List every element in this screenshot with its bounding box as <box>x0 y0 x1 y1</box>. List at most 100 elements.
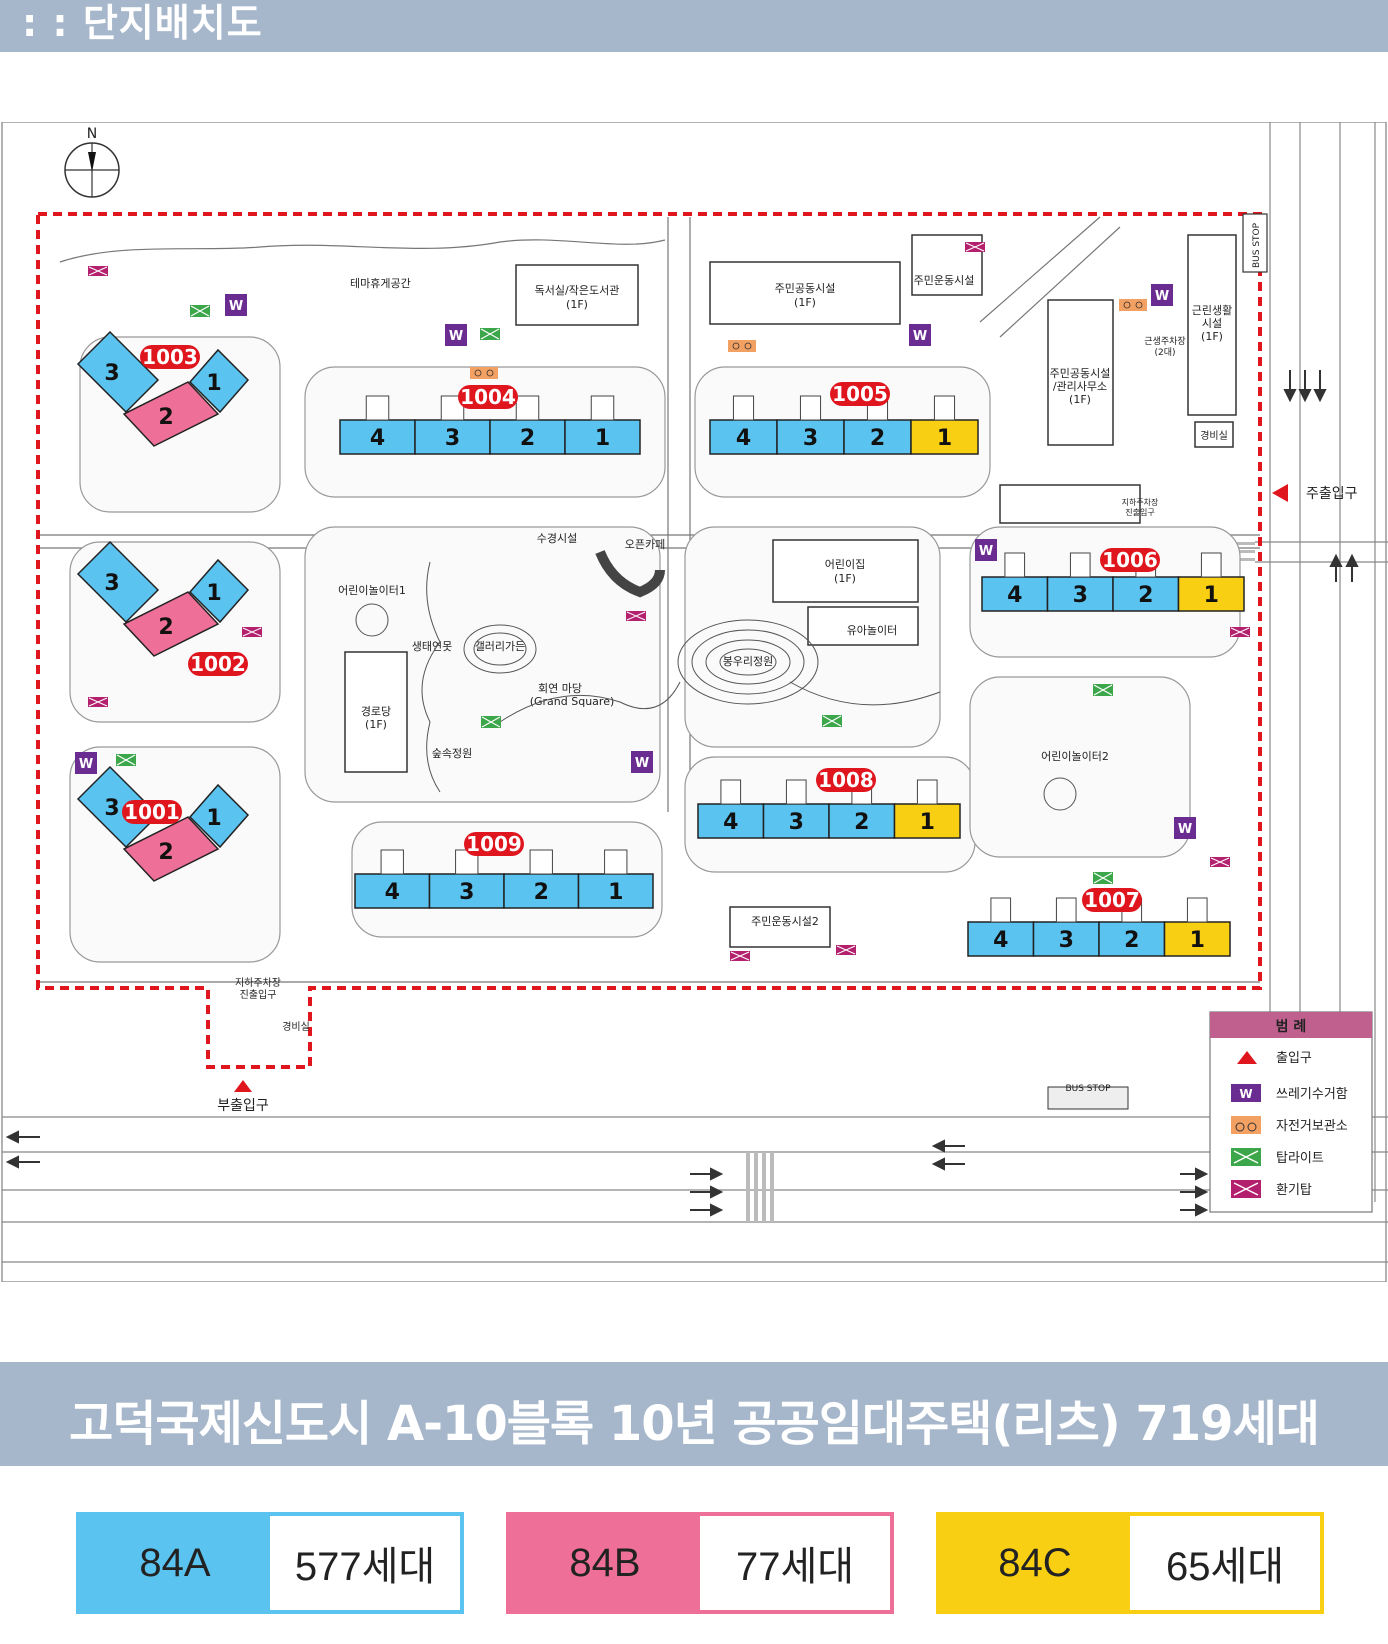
core-block <box>365 395 390 421</box>
core-block <box>1055 897 1077 923</box>
bus-stop-right: BUS STOP <box>1242 213 1268 273</box>
vent-tower-marker <box>626 611 646 621</box>
unit-block <box>354 873 431 909</box>
line-number: 3 <box>104 361 119 386</box>
label-sports-2: 주민운동시설2 <box>751 915 819 928</box>
toplight-marker <box>481 716 501 728</box>
line-number: 4 <box>1007 583 1022 608</box>
label-kids-playground1: 어린이놀이터1 <box>338 584 406 597</box>
building-badge <box>1082 888 1142 912</box>
label-sports-top: 주민운동시설 <box>914 274 975 287</box>
building-number: 1004 <box>460 385 516 409</box>
label-gallery-garden: 갤러리가든 <box>475 640 526 653</box>
main-entrance-label: 주출입구 <box>1306 486 1358 502</box>
waste-bin-marker: W <box>75 752 97 774</box>
unit-type-label: 84A <box>80 1516 270 1610</box>
unit-block <box>188 348 250 414</box>
label-retail-1: 근린생활 <box>1192 303 1232 317</box>
bike-storage-marker <box>728 340 756 352</box>
building-badge <box>1100 548 1160 572</box>
label-daycare: 어린이집 <box>825 558 865 571</box>
legend-item-bike: 자전거보관소 <box>1276 1119 1348 1134</box>
building-number: 1007 <box>1084 888 1140 912</box>
toplight-marker <box>1093 872 1113 884</box>
label-guard-bottom: 경비실 <box>282 1020 310 1033</box>
building-badge <box>122 800 182 824</box>
building-number: 1005 <box>832 382 888 406</box>
core-block <box>732 395 755 421</box>
sub-entrance-label: 부출입구 <box>217 1098 269 1114</box>
line-number: 4 <box>370 426 385 451</box>
line-number: 3 <box>104 796 119 821</box>
label-bud-garden: 봉우리정원 <box>723 655 774 668</box>
label-plaza-1: 회연 마당 <box>538 682 582 695</box>
core-block <box>529 849 553 875</box>
core-block <box>1186 897 1208 923</box>
building-number: 1002 <box>190 652 246 676</box>
park-features <box>355 549 1077 811</box>
site-boundary <box>36 212 1262 1069</box>
waste-bin-glyph: W <box>449 329 463 344</box>
label-kids-playground2: 어린이놀이터2 <box>1041 750 1109 763</box>
building-badge <box>830 382 890 406</box>
unit-block <box>188 783 250 849</box>
label-senior-floor: (1F) <box>365 718 387 731</box>
unit-block <box>76 330 160 414</box>
site-plan-map: N 테마휴게공간 독서실/작은도서관 (1F) 주민공동시설 (1F) 주민운동… <box>0 122 1388 1282</box>
core-block <box>916 779 938 805</box>
line-number: 4 <box>723 810 738 835</box>
vent-tower-marker <box>836 945 856 955</box>
legend-item-entrance: 출입구 <box>1276 1051 1312 1066</box>
north-arrow: N <box>64 126 120 198</box>
core-block <box>440 395 465 421</box>
line-number: 2 <box>158 615 173 640</box>
waste-bin-glyph: W <box>1178 822 1192 837</box>
label-ug-parking-right-2: 진출입구 <box>1125 507 1154 517</box>
waste-bin-glyph: W <box>635 756 649 771</box>
line-number: 1 <box>206 371 221 396</box>
building-number: 1008 <box>818 768 874 792</box>
line-number: 1 <box>920 810 935 835</box>
label-daycare-floor: (1F) <box>834 572 856 585</box>
legend-item-vent: 환기탑 <box>1276 1183 1312 1198</box>
core-block <box>990 897 1012 923</box>
label-eco-pond: 생태연못 <box>412 640 452 653</box>
vent-tower-marker <box>965 242 985 252</box>
line-number: 1 <box>608 880 623 905</box>
bus-stop-bottom-label: BUS STOP <box>1065 1084 1111 1094</box>
core-block <box>1069 552 1091 578</box>
header-bar: : : 단지배치도 <box>0 0 1388 52</box>
waste-bin-glyph: W <box>1155 289 1169 304</box>
building-badge <box>464 832 524 856</box>
core-block <box>720 779 742 805</box>
label-community1: 주민공동시설 <box>775 282 836 295</box>
waste-bin-glyph: W <box>913 329 927 344</box>
page-title: : : 단지배치도 <box>22 1 263 45</box>
line-number: 1 <box>1204 583 1219 608</box>
line-number: 2 <box>1124 928 1139 953</box>
toplight-marker <box>190 305 210 317</box>
legend-waste-icon <box>1231 1084 1261 1102</box>
line-number: 1 <box>206 581 221 606</box>
waste-bin-marker: W <box>1174 817 1196 839</box>
main-entrance: 주출입구 <box>1272 484 1358 502</box>
line-number: 2 <box>534 880 549 905</box>
vent-tower-marker <box>88 266 108 276</box>
map-legend: 범 례 출입구 W 쓰레기수거함 자전거보관소 탑라이트 환기탑 <box>1209 1011 1373 1213</box>
unit-type-summary: 84A 577세대 84B 77세대 84C 65세대 <box>0 1512 1388 1620</box>
building-badge <box>816 768 876 792</box>
unit-card-84c: 84C 65세대 <box>936 1512 1324 1614</box>
building-badge <box>140 345 200 369</box>
waste-bin-glyph: W <box>229 299 243 314</box>
legend-entrance-icon <box>1237 1051 1257 1064</box>
unit-count-label: 65세대 <box>1130 1516 1320 1610</box>
waste-bin-marker: W <box>445 324 467 346</box>
unit-card-84a: 84A 577세대 <box>76 1512 464 1614</box>
label-toddler-play: 유아놀이터 <box>847 624 898 637</box>
label-library-floor: (1F) <box>566 298 588 311</box>
